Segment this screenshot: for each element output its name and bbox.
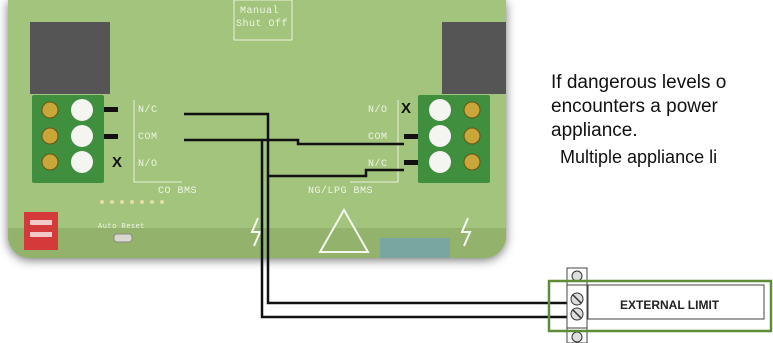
description-line-1: If dangerous levels o — [551, 72, 727, 93]
co-nc-label: N/C — [138, 105, 158, 116]
co-no-label: N/O — [138, 159, 158, 170]
wire-ng-nc — [268, 168, 404, 178]
description-line-2: encounters a power — [551, 96, 718, 117]
external-limit-label-box — [587, 284, 765, 320]
manual-label: Manual — [240, 6, 280, 17]
ng-no-x-mark: X — [401, 100, 412, 117]
control-board-graphic — [8, 0, 506, 258]
control-board-photo: Manual Shut Off N/C COM N/O CO BMS N/O C… — [8, 0, 506, 258]
ng-nc-label: N/C — [368, 159, 388, 170]
ng-no-label: N/O — [368, 105, 388, 116]
co-bms-title: CO BMS — [158, 186, 198, 197]
ng-bms-title: NG/LPG BMS — [308, 186, 374, 197]
right-connector-block — [442, 22, 506, 94]
description-line-4: Multiple appliance li — [560, 147, 718, 167]
co-com-label: COM — [138, 132, 158, 143]
wire-co-nc — [184, 112, 572, 305]
left-connector-block — [30, 22, 110, 94]
shut-off-label: Shut Off — [236, 19, 289, 30]
wire-com-bridge — [262, 138, 404, 146]
wire-co-com — [184, 138, 572, 319]
external-limit-label: EXTERNAL LIMIT — [620, 298, 720, 312]
co-no-x-mark: X — [112, 154, 123, 171]
dip-switch — [24, 212, 58, 250]
ng-com-label: COM — [368, 132, 388, 143]
external-limit-terminal — [566, 267, 588, 343]
auto-reset-label: Auto Reset — [98, 223, 146, 231]
external-limit-outline — [547, 279, 773, 333]
description-line-3: appliance. — [551, 120, 638, 141]
